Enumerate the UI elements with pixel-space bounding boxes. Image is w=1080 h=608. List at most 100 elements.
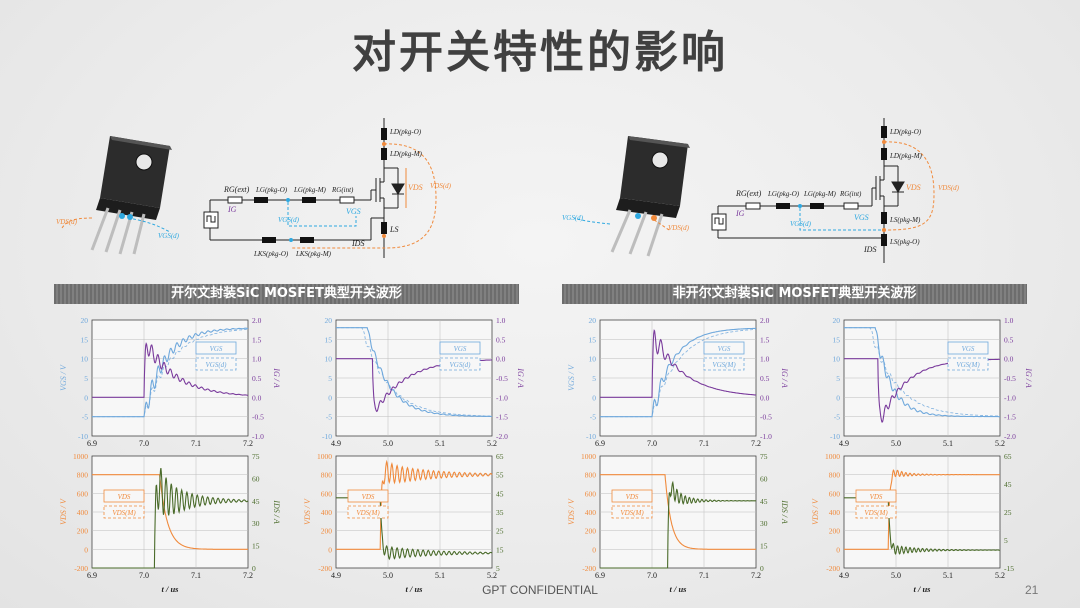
x-tick-label: 4.9: [839, 439, 849, 448]
vgs-d-label: VGS(d): [790, 220, 812, 228]
x-tick-label: 5.0: [383, 439, 393, 448]
y-right-tick-label: 30: [760, 519, 768, 528]
legend-label: VGS(d): [206, 361, 228, 369]
y-left-tick-label: 200: [77, 527, 89, 536]
rg-ext-label: RG(ext): [735, 189, 762, 198]
x-tick-label: 7.0: [139, 439, 149, 448]
y-left-tick-label: 20: [589, 316, 597, 325]
y-right-tick-label: 15: [252, 542, 260, 551]
x-tick-label: 5.1: [435, 439, 445, 448]
y-right-tick-label: -15: [1004, 564, 1014, 573]
y-left-axis-label: VDS / V: [811, 498, 820, 525]
legend-box: [855, 505, 897, 519]
x-tick-label: 5.2: [995, 571, 1005, 580]
x-axis-label: t / us: [161, 584, 179, 594]
y-left-tick-label: 15: [589, 335, 597, 344]
y-left-tick-label: 200: [321, 527, 333, 536]
x-axis-label: t / us: [405, 584, 423, 594]
y-left-tick-label: 5: [592, 374, 596, 383]
legend-label: VGS(M): [956, 361, 980, 369]
y-right-axis-label: IG / A: [780, 367, 788, 388]
ls-pkg-m-label: LS(pkg-M): [889, 216, 921, 224]
x-tick-label: 6.9: [595, 439, 605, 448]
series-line-vgsd: [92, 328, 248, 418]
y-right-axis-label: IDS / A: [272, 499, 280, 524]
x-tick-label: 7.2: [243, 571, 253, 580]
y-right-axis-label: IG / A: [516, 367, 524, 388]
ld-pkg-m-label: LD(pkg-M): [889, 152, 923, 160]
vds-label: VDS: [906, 183, 921, 192]
y-left-tick-label: 0: [592, 393, 596, 402]
rg-int-label: RG(int): [839, 190, 862, 198]
y-right-tick-label: 45: [496, 489, 504, 498]
y-left-tick-label: -5: [82, 413, 88, 422]
series-line-ids: [600, 480, 756, 569]
y-right-tick-label: -1.0: [496, 393, 508, 402]
y-right-tick-label: 75: [252, 452, 260, 461]
legend-label: VDS(M): [356, 509, 380, 517]
legend-label: VDS: [362, 493, 375, 501]
x-tick-label: 7.1: [191, 439, 201, 448]
package-vgs-label: VGS(d): [562, 214, 584, 222]
rg-int-label: RG(int): [331, 186, 354, 194]
x-tick-label: 7.2: [751, 439, 761, 448]
y-right-tick-label: 0.5: [496, 335, 506, 344]
legend-box: [347, 505, 389, 519]
y-right-tick-label: 0.0: [1004, 355, 1014, 364]
series-group: [600, 474, 756, 569]
series-group: [92, 327, 249, 418]
x-tick-label: 5.0: [891, 439, 901, 448]
y-left-tick-label: 15: [833, 335, 841, 344]
x-tick-label: 7.2: [243, 439, 253, 448]
lg-pkg-o-label: LG(pkg-O): [767, 190, 800, 198]
y-left-tick-label: -5: [326, 413, 332, 422]
y-right-tick-label: 1.5: [252, 335, 262, 344]
package-vgs-label: VGS(d): [158, 232, 180, 240]
ig-label: IG: [735, 209, 745, 218]
y-right-tick-label: 60: [252, 474, 260, 483]
legend-box: [195, 357, 237, 371]
legend-box: [195, 341, 237, 355]
y-left-tick-label: -10: [322, 432, 332, 441]
vgs-label: VGS: [854, 213, 869, 222]
x-tick-label: 5.2: [995, 439, 1005, 448]
x-tick-label: 5.0: [891, 571, 901, 580]
x-tick-label: 4.9: [331, 571, 341, 580]
series-line-vgsm: [844, 327, 1000, 417]
lg-pkg-o-label: LG(pkg-O): [255, 186, 288, 194]
y-right-tick-label: 5: [1004, 536, 1008, 545]
y-right-tick-label: 0.5: [252, 374, 262, 383]
y-left-axis-label: VGS / V: [567, 364, 576, 391]
y-left-axis-label: VDS / V: [59, 498, 68, 525]
lg-pkg-m-label: LG(pkg-M): [803, 190, 837, 198]
vds-d-label: VDS(d): [938, 184, 960, 192]
y-left-tick-label: 400: [321, 508, 333, 517]
y-left-tick-label: 400: [77, 508, 89, 517]
page-title: 对开关特性的影响: [352, 27, 728, 78]
legend-label: VDS: [118, 493, 131, 501]
y-right-tick-label: -1.0: [760, 432, 772, 441]
ig-label: IG: [227, 205, 237, 214]
y-left-tick-label: 0: [836, 393, 840, 402]
vds-label: VDS: [408, 183, 423, 192]
y-left-tick-label: 400: [829, 508, 841, 517]
y-left-tick-label: 15: [325, 335, 333, 344]
ids-label: IDS: [351, 239, 364, 248]
nonkelvin-circuit-schematic: RG(ext) LG(pkg-O) LG(pkg-M) RG(int) IG V…: [711, 118, 960, 263]
legend-box: [703, 341, 745, 355]
y-right-axis-label: IG / A: [272, 367, 280, 388]
series-line-vds: [600, 474, 756, 550]
y-right-tick-label: 45: [760, 497, 768, 506]
y-left-tick-label: 1000: [73, 452, 88, 461]
x-tick-label: 5.1: [943, 571, 953, 580]
y-right-tick-label: 1.5: [760, 335, 770, 344]
y-left-tick-label: 10: [325, 355, 333, 364]
legend-label: VGS: [718, 345, 731, 353]
y-right-tick-label: -1.0: [1004, 393, 1016, 402]
x-tick-label: 7.0: [139, 571, 149, 580]
